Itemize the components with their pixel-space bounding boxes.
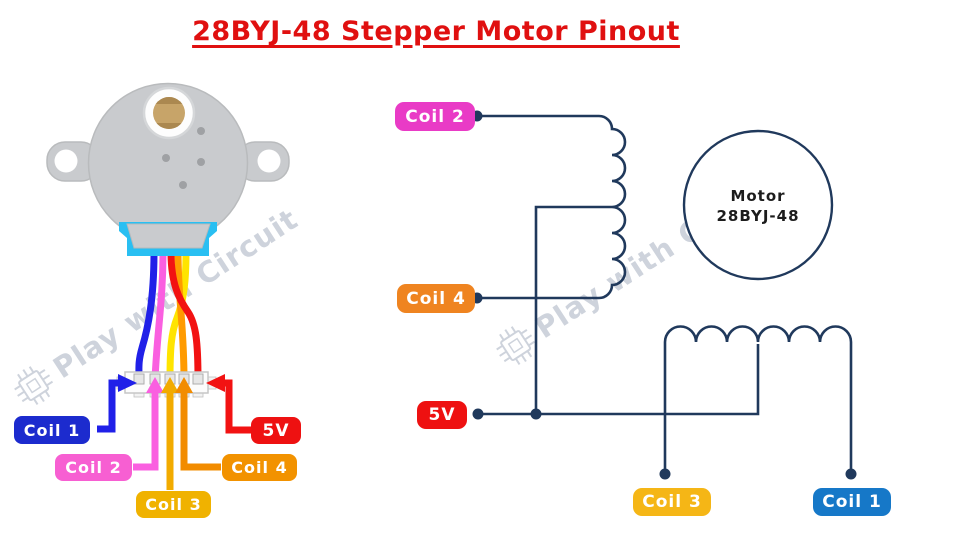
pin-label-5v: 5V [251, 417, 301, 444]
schematic [471, 110, 857, 480]
sch-label-coil3: Coil 3 [633, 488, 711, 516]
arrow-coil2 [133, 392, 159, 471]
wire-yellow [166, 248, 190, 384]
sch-label-coil4: Coil 4 [397, 284, 475, 313]
housing-plate [126, 223, 211, 249]
mounting-hole-left [54, 149, 78, 173]
wire-red [167, 248, 202, 384]
page-title: 28BYJ-48 Stepper Motor Pinout [192, 16, 680, 47]
sch-label-coil2: Coil 2 [395, 102, 475, 131]
pin-label-coil3: Coil 3 [136, 491, 211, 518]
5v-rail [478, 344, 760, 416]
motor-wires [135, 248, 202, 384]
arrow-5v [224, 379, 252, 434]
mounting-hole-right [257, 149, 281, 173]
sch-label-5v: 5V [417, 401, 467, 429]
wire-orange [174, 248, 188, 384]
coil-winding-horizontal [663, 325, 853, 474]
body-rivets [162, 127, 205, 189]
pointer-arrows [97, 379, 252, 490]
motor-caption-line1: Motor [730, 187, 786, 205]
sch-label-coil1: Coil 1 [813, 488, 891, 516]
wire-pink [151, 248, 167, 384]
arrow-heads [118, 374, 225, 393]
motor-caption: Motor 28BYJ-48 [694, 186, 822, 226]
arrow-coil1 [97, 379, 119, 433]
motor-shaft [142, 86, 196, 140]
pin-label-coil2: Coil 2 [55, 454, 132, 481]
pin-label-coil4: Coil 4 [222, 454, 297, 481]
arrow-coil4 [180, 392, 221, 471]
motor-circle [682, 129, 834, 281]
wire-blue [135, 248, 158, 384]
pin-label-coil1: Coil 1 [14, 416, 90, 444]
center-tap-vertical [534, 205, 612, 414]
motor-illustration [46, 82, 290, 490]
motor-caption-line2: 28BYJ-48 [716, 207, 800, 225]
